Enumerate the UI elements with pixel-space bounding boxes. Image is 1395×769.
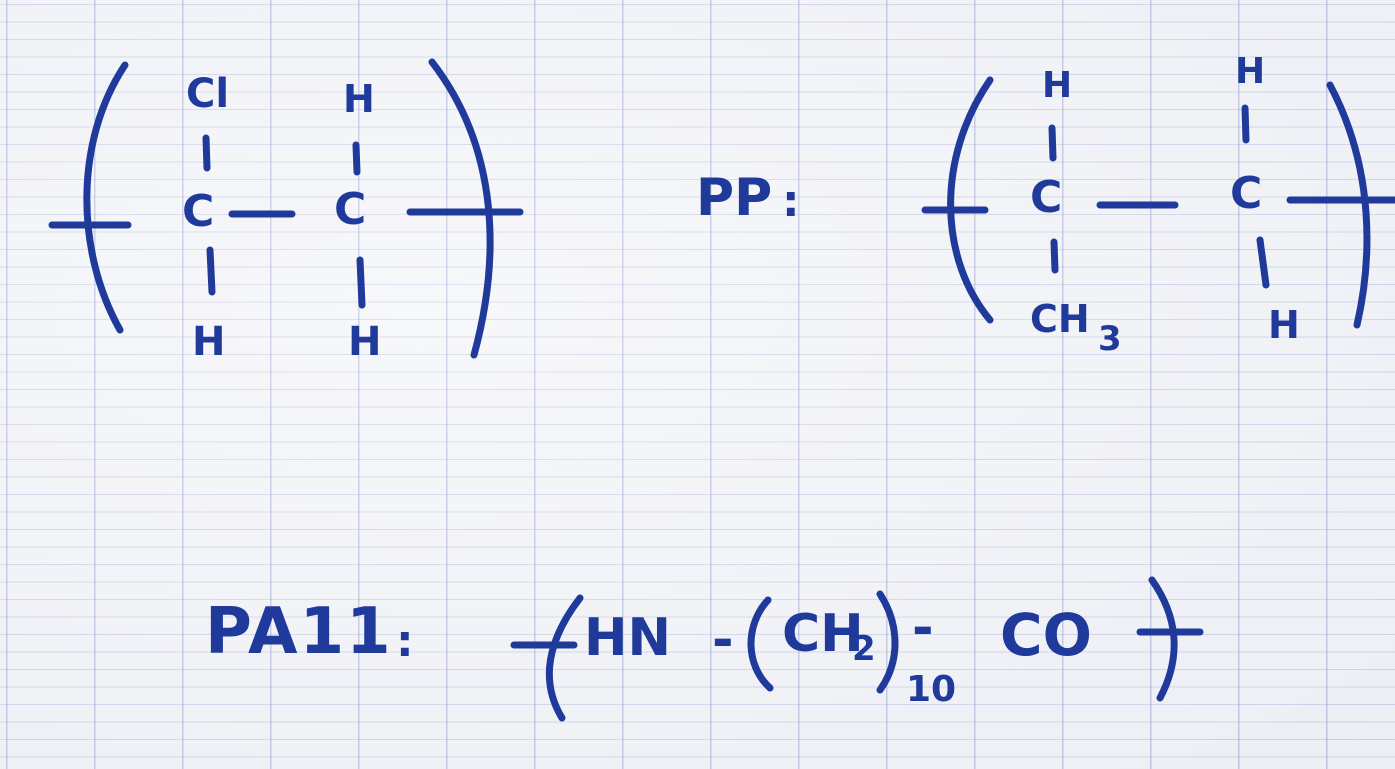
pvc-bottom-left-atom: H (192, 319, 226, 365)
pvc-right-carbon: C (334, 184, 367, 235)
pvc-bond-top-right (352, 141, 361, 176)
pvc-bond-bottom-right (356, 256, 366, 309)
pp-right-bracket (1326, 81, 1371, 329)
pa11-right-bracket (1148, 576, 1178, 702)
pvc-bond-bottom-left (206, 246, 216, 296)
pa11-amine-group: HN (584, 608, 672, 668)
pa11-colon: : (396, 616, 414, 667)
pp-right-carbon: C (1230, 168, 1263, 219)
pa11-repeat-subscript: 10 (906, 669, 957, 710)
pp-colon: : (782, 176, 800, 227)
pa11-ch2-open-paren (747, 596, 774, 692)
pp-label: PP (696, 168, 773, 228)
pa11-left-bracket (545, 594, 584, 722)
pp-bottom-right-atom: H (1268, 303, 1300, 347)
pvc-top-right-atom: H (343, 77, 375, 121)
pvc-left-bracket (83, 61, 129, 334)
pa11-carbonyl-group: CO (1000, 601, 1092, 669)
pvc-left-carbon: C (182, 186, 215, 237)
pvc-bond-top-left (202, 134, 211, 172)
pa11-ch2-close-paren (876, 590, 899, 694)
pa11-label: PA11 (205, 595, 393, 669)
pa11-methylene-group: CH (782, 604, 864, 664)
pp-methyl-group: CH (1030, 297, 1090, 341)
pvc-bottom-right-atom: H (348, 319, 382, 365)
pp-bond-bottom-right (1256, 236, 1270, 289)
pp-top-left-atom: H (1042, 65, 1073, 106)
pp-left-bracket (947, 76, 994, 324)
pp-left-carbon: C (1030, 172, 1063, 223)
pa11-dash-2: - (912, 598, 934, 658)
pa11-dash: - (712, 610, 734, 670)
pp-bond-bottom-left (1050, 238, 1059, 274)
pp-bond-top-right (1241, 104, 1250, 144)
pvc-right-bracket (428, 58, 494, 359)
pp-bond-top-left (1048, 124, 1057, 162)
pp-methyl-subscript: 3 (1098, 319, 1122, 359)
pvc-top-left-atom: Cl (186, 71, 230, 117)
pp-top-right-atom: H (1235, 51, 1266, 92)
pa11-methylene-subscript: 2 (852, 629, 876, 669)
